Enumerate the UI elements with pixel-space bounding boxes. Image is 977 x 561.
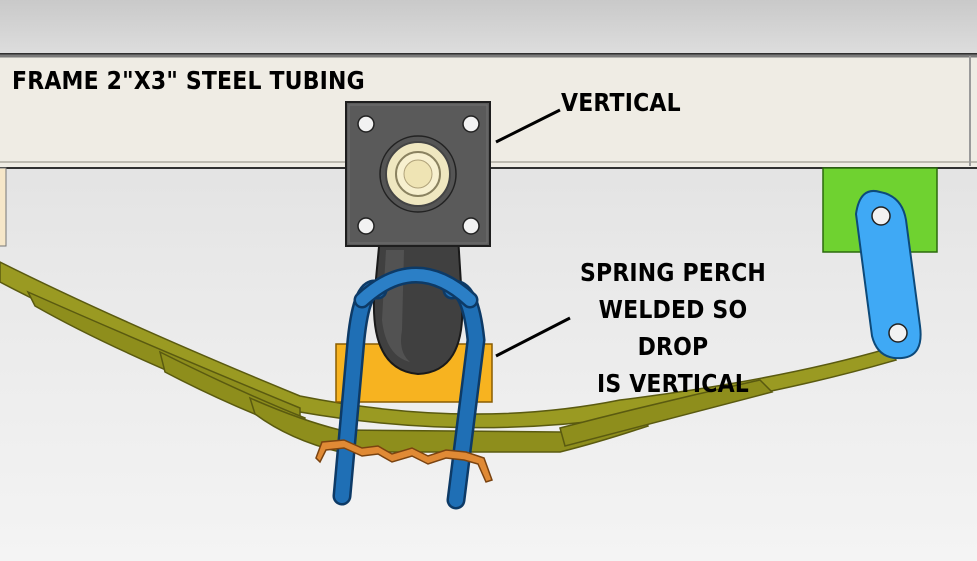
spring-hanger-plate <box>345 101 491 247</box>
leader-line-perch <box>495 316 571 358</box>
left-hanger-bracket <box>0 167 7 247</box>
bushing <box>379 135 457 213</box>
leader-line-vertical <box>495 108 561 144</box>
u-bolt <box>332 266 486 510</box>
perch-label-line: SPRING PERCH <box>579 258 766 287</box>
bolt-hole <box>357 217 375 235</box>
bolt-hole <box>462 115 480 133</box>
shackle-link <box>854 190 922 360</box>
shackle-bolt-hole <box>871 206 891 226</box>
vertical-label: VERTICAL <box>561 88 681 117</box>
frame-label: FRAME 2"X3" STEEL TUBING <box>12 66 365 95</box>
spring-perch-label: SPRING PERCH WELDED SO DROP IS VERTICAL <box>574 254 773 402</box>
perch-label-line: IS VERTICAL <box>596 369 750 398</box>
bolt-hole <box>357 115 375 133</box>
perch-label-line: WELDED SO DROP <box>598 295 748 361</box>
bolt-hole <box>462 217 480 235</box>
clamp-plate <box>315 439 493 483</box>
shackle-bolt-hole <box>888 323 908 343</box>
front-shackle-arm <box>372 235 464 376</box>
